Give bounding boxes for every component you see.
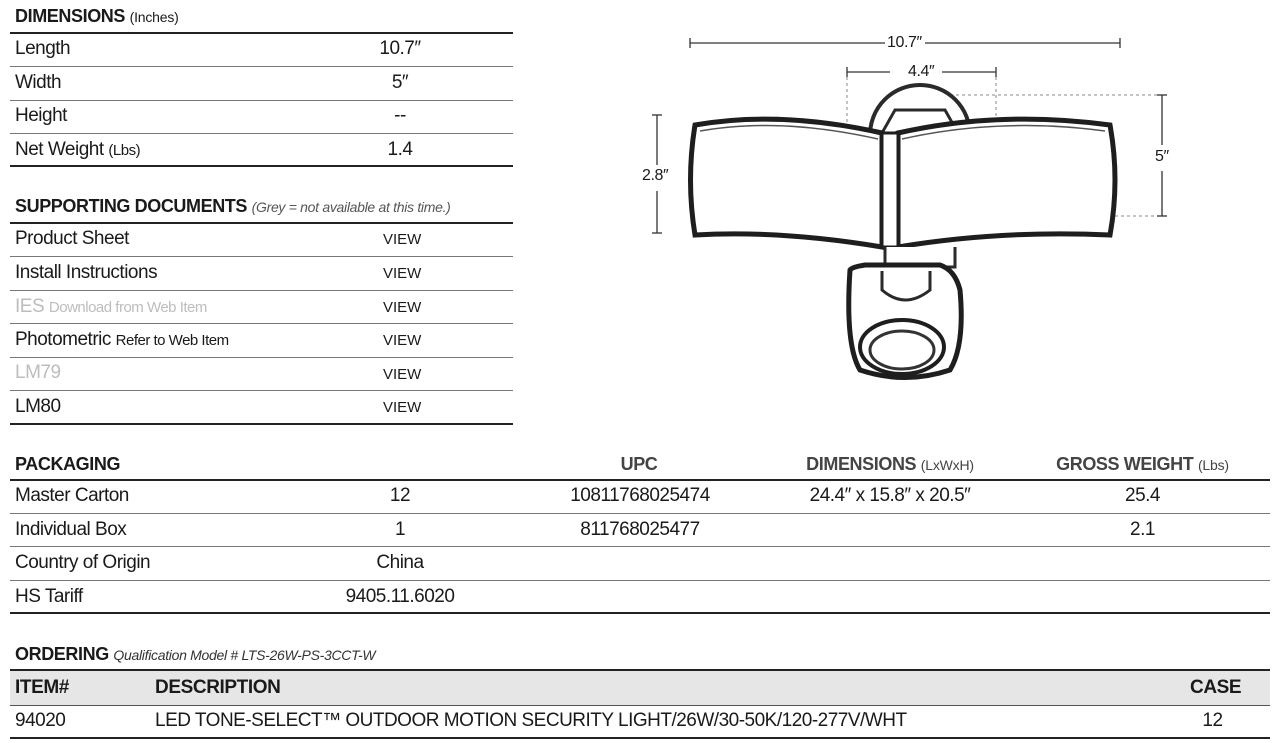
- dim-row-width-label: Width: [15, 72, 62, 93]
- pack-country-value: China: [376, 552, 424, 573]
- pack-country-label: Country of Origin: [15, 552, 151, 573]
- dim-row-weight-label: Net Weight (Lbs): [15, 139, 141, 160]
- drawing-head-height-label: 2.8″: [642, 167, 669, 184]
- doc-lm79-label: LM79: [15, 362, 61, 383]
- pack-master-carton-label: Master Carton: [15, 485, 129, 506]
- drawing-overall-width-label: 10.7″: [887, 34, 922, 51]
- supporting-header: SUPPORTING DOCUMENTS (Grey = not availab…: [15, 196, 451, 217]
- divider: [10, 580, 1270, 581]
- pack-individual-box-weight: 2.1: [1130, 519, 1155, 540]
- packaging-col-weight: GROSS WEIGHT (Lbs): [1056, 454, 1229, 474]
- ordering-header-bar: [10, 670, 1270, 705]
- doc-lm80-label: LM80: [15, 396, 61, 417]
- packaging-col-upc: UPC: [620, 454, 658, 474]
- divider: [10, 323, 513, 324]
- doc-install-instructions-label: Install Instructions: [15, 262, 158, 283]
- dimensions-top-rule: [10, 32, 513, 34]
- order-row-description: LED TONE-SELECT™ OUTDOOR MOTION SECURITY…: [155, 710, 907, 731]
- dim-row-weight-value: 1.4: [387, 139, 413, 160]
- ordering-col-description: DESCRIPTION: [155, 677, 281, 698]
- pack-master-carton-weight: 25.4: [1125, 485, 1160, 506]
- doc-product-sheet-view-link[interactable]: VIEW: [383, 231, 422, 248]
- divider: [10, 256, 513, 257]
- divider: [10, 705, 1270, 706]
- pack-individual-box-upc: 811768025477: [580, 519, 700, 540]
- pack-hs-tariff-label: HS Tariff: [15, 586, 83, 607]
- doc-lm79-view-link: VIEW: [383, 366, 422, 383]
- supporting-note: (Grey = not available at this time.): [251, 199, 451, 215]
- product-drawing: 10.7″ 4.4″ 2.8″ 5″: [620, 25, 1220, 395]
- packaging-top-rule: [10, 479, 1270, 481]
- pack-master-carton-qty: 12: [389, 485, 411, 506]
- divider: [10, 100, 513, 101]
- divider: [10, 133, 513, 134]
- pack-master-carton-dims: 24.4″ x 15.8″ x 20.5″: [809, 485, 971, 506]
- ordering-col-case: CASE: [1190, 677, 1242, 698]
- divider: [10, 546, 1270, 547]
- ordering-note: Qualification Model # LTS-26W-PS-3CCT-W: [113, 647, 376, 663]
- supporting-top-rule: [10, 222, 513, 224]
- divider: [10, 290, 513, 291]
- dim-row-length-value: 10.7″: [379, 38, 421, 59]
- dimensions-title: DIMENSIONS: [15, 6, 126, 26]
- ordering-header: ORDERING Qualification Model # LTS-26W-P…: [15, 644, 376, 665]
- dimensions-bottom-rule: [10, 165, 513, 167]
- pack-individual-box-label: Individual Box: [15, 519, 127, 540]
- pack-hs-tariff-value: 9405.11.6020: [345, 586, 455, 607]
- doc-photometric-view-link[interactable]: VIEW: [383, 332, 422, 349]
- order-row-case: 12: [1202, 710, 1223, 731]
- doc-ies-view-link: VIEW: [383, 299, 422, 316]
- dim-row-height-label: Height: [15, 105, 67, 126]
- pack-master-carton-upc: 10811768025474: [570, 485, 710, 506]
- divider: [10, 66, 513, 67]
- doc-ies-label: IES Download from Web Item: [15, 296, 207, 317]
- doc-install-instructions-view-link[interactable]: VIEW: [383, 265, 422, 282]
- drawing-mount-width-label: 4.4″: [908, 63, 935, 80]
- ordering-title: ORDERING: [15, 644, 109, 664]
- dim-row-width-value: 5″: [391, 72, 409, 93]
- packaging-col-dimensions: DIMENSIONS (LxWxH): [806, 454, 974, 474]
- pack-individual-box-qty: 1: [394, 519, 406, 540]
- supporting-title: SUPPORTING DOCUMENTS: [15, 196, 248, 216]
- dimensions-header: DIMENSIONS (Inches): [15, 6, 179, 27]
- drawing-overall-height-label: 5″: [1155, 148, 1169, 165]
- divider: [10, 513, 1270, 514]
- packaging-title: PACKAGING: [15, 454, 121, 474]
- ordering-bottom-rule: [10, 737, 1270, 739]
- security-light-drawing-icon: [652, 38, 1167, 380]
- supporting-bottom-rule: [10, 423, 513, 425]
- dimensions-unit: (Inches): [129, 9, 179, 25]
- divider: [10, 390, 513, 391]
- divider: [10, 357, 513, 358]
- ordering-col-item: ITEM#: [15, 677, 69, 698]
- order-row-item: 94020: [15, 710, 66, 731]
- doc-photometric-label: Photometric Refer to Web Item: [15, 329, 229, 350]
- doc-lm80-view-link[interactable]: VIEW: [383, 399, 422, 416]
- packaging-bottom-rule: [10, 612, 1270, 614]
- doc-product-sheet-label: Product Sheet: [15, 228, 129, 249]
- dim-row-length-label: Length: [15, 38, 71, 59]
- dim-row-height-value: --: [394, 105, 406, 126]
- ordering-top-rule: [10, 669, 1270, 671]
